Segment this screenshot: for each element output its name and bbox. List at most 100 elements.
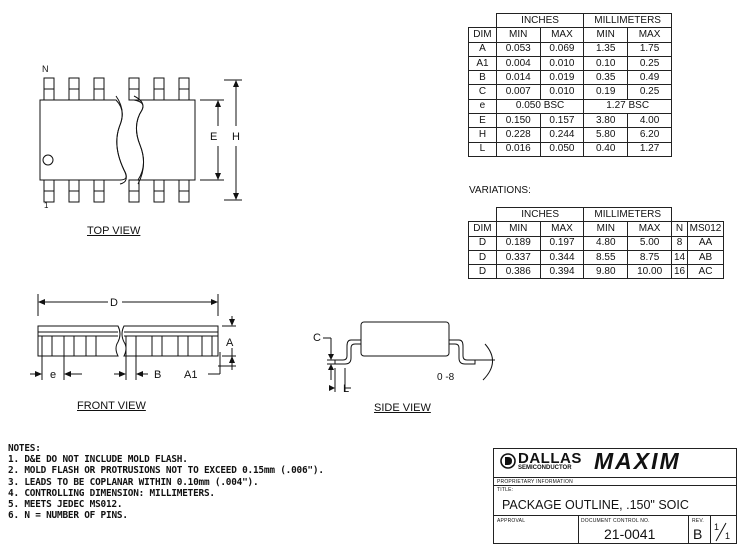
doc-control-label: DOCUMENT CONTROL NO.	[581, 518, 650, 524]
table-cell: 0.25	[627, 55, 672, 72]
table-cell: 0.19	[583, 84, 629, 100]
table-cell: 0.157	[539, 113, 585, 129]
column-header: MAX	[627, 221, 673, 237]
column-header: MAX	[539, 221, 585, 237]
title-block: DALLAS SEMICONDUCTOR MAXIM PROPRIETARY I…	[493, 448, 737, 544]
angle-label: 0 -8	[437, 372, 455, 383]
title-label: TITLE:	[497, 487, 514, 493]
maxim-logo: MAXIM	[594, 448, 681, 474]
column-header: N	[671, 221, 689, 237]
table-cell: 0.010	[539, 84, 585, 100]
rev-label: REV.	[692, 518, 705, 524]
dim-h-label: H	[232, 131, 240, 143]
table-cell: A	[468, 41, 497, 57]
sheet-slash	[715, 522, 727, 542]
table-cell: 0.150	[495, 113, 541, 129]
table-cell: 6.20	[627, 127, 672, 143]
table-cell: 3.80	[583, 113, 629, 129]
rev-value: B	[693, 526, 703, 542]
table-cell: A1	[468, 55, 497, 72]
table-cell: 9.80	[583, 264, 629, 280]
table-cell: 5.00	[627, 235, 673, 251]
table-cell: AB	[687, 249, 724, 266]
table-cell: 0.386	[495, 264, 541, 280]
note-5: 5. MEETS JEDEC MS012.	[8, 499, 123, 511]
table-cell: E	[468, 113, 497, 129]
table-cell: 0.050	[539, 141, 585, 157]
dim-a-label: A	[226, 337, 234, 349]
table-cell: 1.35	[583, 41, 629, 57]
table-cell: 0.40	[583, 141, 629, 157]
table-cell: 1.27	[627, 141, 672, 157]
sheet-total: 1	[725, 531, 731, 541]
table-cell: 0.050 BSC	[495, 98, 585, 115]
column-header: MIN	[495, 221, 541, 237]
sheet-number: 1	[714, 522, 720, 532]
blank-cell	[672, 208, 688, 222]
table-cell: 0.189	[495, 235, 541, 251]
front-view-title: FRONT VIEW	[77, 400, 146, 412]
pin1-marker	[42, 154, 54, 166]
table-cell: 1.27 BSC	[583, 98, 672, 115]
table-cell: 8	[671, 235, 689, 251]
table-cell: 16	[671, 264, 689, 280]
millimeters-header: MILLIMETERS	[583, 12, 672, 29]
table-cell: 10.00	[627, 264, 673, 280]
divider	[494, 485, 736, 486]
table-cell: 0.069	[539, 41, 585, 57]
proprietary-label: PROPRIETARY INFORMATION	[497, 479, 573, 485]
table-cell: L	[468, 141, 497, 157]
table-cell: 0.053	[495, 41, 541, 57]
table-cell: 8.75	[627, 249, 673, 266]
table-cell: 0.25	[627, 84, 672, 100]
table-cell: H	[468, 127, 497, 143]
table-cell: 8.55	[583, 249, 629, 266]
divider	[688, 516, 689, 544]
note-4: 4. CONTROLLING DIMENSION: MILLIMETERS.	[8, 487, 215, 499]
dim-d-label: D	[110, 297, 118, 309]
column-header: MAX	[539, 27, 585, 43]
blank-corner	[469, 208, 497, 222]
top-view-drawing: N 1 E H	[39, 64, 242, 210]
table-cell: 0.014	[495, 70, 541, 86]
notes-block: NOTES: 1. D&E DO NOT INCLUDE MOLD FLASH.…	[8, 443, 324, 521]
front-body-left	[37, 325, 121, 357]
note-6: 6. N = NUMBER OF PINS.	[8, 510, 128, 522]
semiconductor-wordmark: SEMICONDUCTOR	[518, 465, 572, 471]
notes-heading: NOTES:	[8, 443, 41, 454]
column-header: DIM	[468, 221, 497, 237]
table-cell: e	[468, 98, 497, 115]
table-cell: AC	[687, 264, 724, 280]
divider	[710, 516, 711, 544]
front-pin	[151, 335, 163, 357]
package-body-left	[39, 99, 127, 181]
table-cell: 4.00	[627, 113, 672, 129]
front-pin	[85, 335, 97, 357]
table-cell: AA	[687, 235, 724, 251]
dim-pitch-label: e	[50, 369, 56, 381]
front-body-right	[121, 325, 219, 357]
dim-c-label: C	[313, 332, 321, 344]
table-cell: 0.228	[495, 127, 541, 143]
table-cell: 0.016	[495, 141, 541, 157]
logo-row: DALLAS SEMICONDUCTOR MAXIM	[494, 448, 736, 478]
side-view-drawing: C L 0 -8	[313, 321, 495, 395]
table-cell: B	[468, 70, 497, 86]
table-cell: 5.80	[583, 127, 629, 143]
note-1: 1. D&E DO NOT INCLUDE MOLD FLASH.	[8, 454, 188, 466]
dallas-logo-icon	[500, 453, 516, 469]
pin-1-label: 1	[44, 201, 49, 210]
table-cell: 0.197	[539, 235, 585, 251]
table-cell: 0.244	[539, 127, 585, 143]
dallas-wordmark: DALLAS	[518, 450, 582, 467]
column-header: MIN	[583, 221, 629, 237]
inches-header: INCHES	[495, 12, 585, 29]
dim-l-label: L	[343, 383, 349, 395]
table-cell: 0.337	[495, 249, 541, 266]
table-cell: 0.35	[583, 70, 629, 86]
table-cell: D	[468, 264, 497, 280]
